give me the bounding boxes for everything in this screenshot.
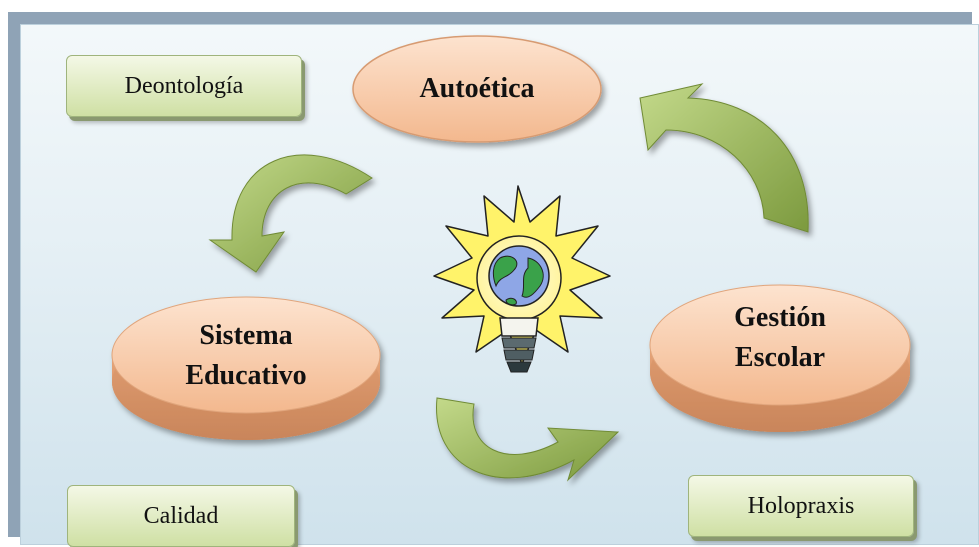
- lightbulb-globe-icon: [433, 185, 611, 373]
- calidad-box: Calidad: [67, 485, 295, 547]
- autoetica-node: [352, 35, 602, 143]
- gestion-label-line1: Gestión: [734, 302, 826, 333]
- holopraxis-box: Holopraxis: [688, 475, 914, 537]
- sistema-educativo-node: [111, 296, 381, 440]
- sistema-label-line1: Sistema: [199, 320, 293, 351]
- gestion-escolar-label: Gestión Escolar: [680, 298, 880, 378]
- gestion-escolar-node: [649, 284, 911, 432]
- calidad-label: Calidad: [143, 502, 219, 529]
- sistema-label-line2: Educativo: [185, 360, 307, 391]
- arrow-autoetica-to-sistema: [208, 154, 373, 273]
- deontologia-box: Deontología: [66, 55, 302, 117]
- gestion-label-line2: Escolar: [734, 342, 826, 373]
- deontologia-label: Deontología: [124, 72, 244, 99]
- autoetica-label: Autoética: [419, 73, 535, 104]
- sistema-educativo-label: Sistema Educativo: [146, 316, 346, 396]
- arrow-sistema-to-gestion: [436, 397, 620, 482]
- arrow-gestion-to-autoetica: [639, 83, 809, 233]
- holopraxis-label: Holopraxis: [747, 492, 855, 519]
